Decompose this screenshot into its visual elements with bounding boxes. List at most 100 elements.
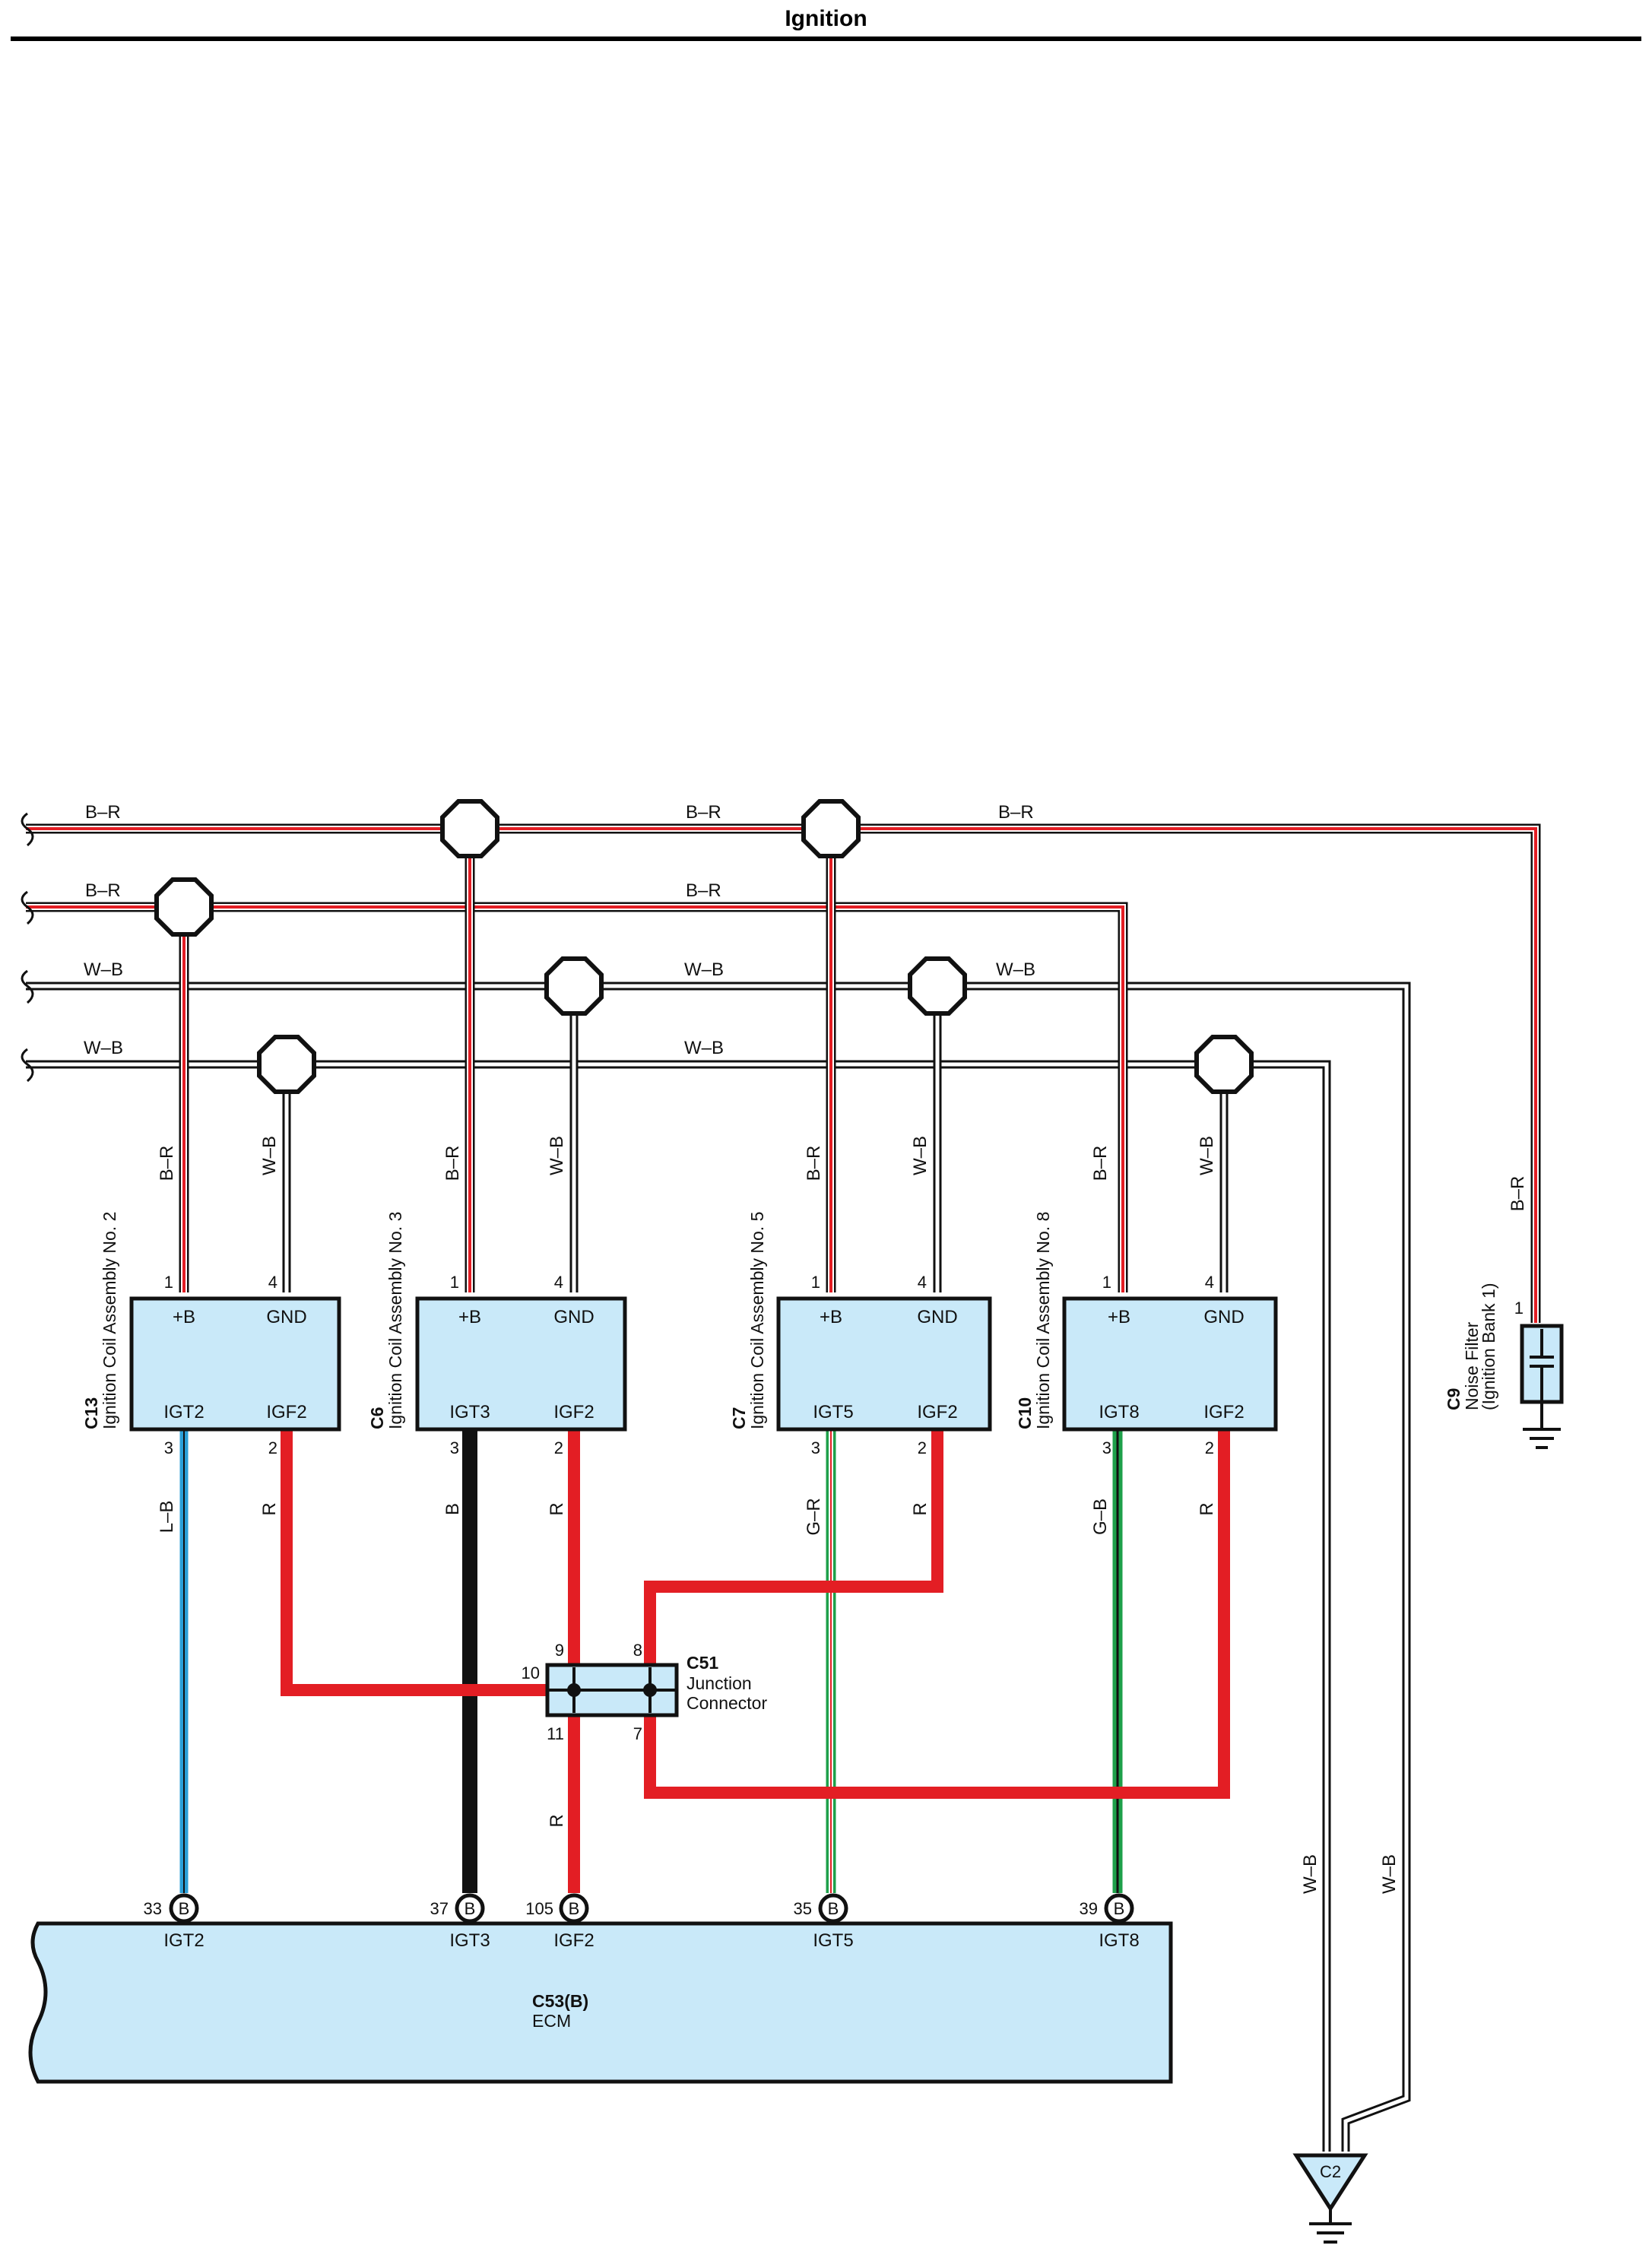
bus-label: B–R (686, 880, 721, 901)
terminal-label: IGF2 (266, 1402, 306, 1422)
wire-label: R (1197, 1502, 1217, 1515)
coil-code: C13 (81, 1397, 101, 1429)
terminal-label: GND (266, 1307, 306, 1327)
pin-number: 4 (268, 1273, 277, 1292)
ecm-code: C53(B) (532, 1991, 588, 2011)
terminal-label: IGT3 (449, 1402, 490, 1422)
terminal-label: +B (1108, 1307, 1130, 1327)
terminal-label: GND (553, 1307, 594, 1327)
connector-letter: B (828, 1899, 839, 1918)
pin-number: 2 (268, 1438, 277, 1457)
wire-label: W–B (1379, 1854, 1400, 1894)
wire-label: R (547, 1502, 567, 1515)
coil-c10: +B GND IGT8 IGF2 1 4 3 2 C10 Ignition Co… (1015, 1136, 1278, 1535)
coil-box (1062, 1296, 1278, 1432)
wire-label: R (547, 1814, 567, 1827)
bus-label: W–B (684, 959, 724, 980)
pin-number: 1 (1514, 1299, 1524, 1318)
coil-code: C7 (729, 1407, 749, 1429)
coil-name: Ignition Coil Assembly No. 5 (747, 1212, 767, 1429)
coil-box (129, 1296, 341, 1432)
pin-number: 4 (918, 1273, 927, 1292)
terminal-label: +B (173, 1307, 195, 1327)
splice-6 (259, 1037, 314, 1092)
bus-label: B–R (998, 802, 1034, 823)
pin-number: 4 (1205, 1273, 1214, 1292)
pin-number: 3 (1102, 1438, 1111, 1457)
wire-label: B–R (442, 1146, 463, 1181)
ecm-box (28, 1921, 1173, 2084)
terminal-label: IGT5 (813, 1402, 853, 1422)
pin-number: 11 (547, 1724, 564, 1743)
wire-label: R (259, 1502, 280, 1515)
coil-name: Ignition Coil Assembly No. 3 (385, 1212, 405, 1429)
bus-labels: B–R B–R B–R B–R B–R W–B W–B W–B W–B W–B (84, 802, 1035, 1058)
ground-symbol-icon (1523, 1402, 1561, 1449)
wire-label: W–B (910, 1136, 931, 1175)
wire-label: L–B (157, 1501, 177, 1533)
capacitor-icon (1530, 1329, 1554, 1402)
ecm-terminal-label: IGF2 (553, 1930, 594, 1951)
br-drops (179, 829, 836, 1292)
coil-name: Ignition Coil Assembly No. 8 (1033, 1212, 1053, 1429)
wire-label: G–B (1090, 1498, 1111, 1535)
pin-number: 2 (918, 1438, 927, 1457)
connector-letter: B (1114, 1899, 1125, 1918)
noise-filter-name: (Ignition Bank 1) (1479, 1283, 1498, 1410)
ecm-c53b: B B B B B 33 37 105 35 39 IGT2 IGT3 IGF2… (28, 1893, 1173, 2084)
noise-filter-c9: 1 C9 Noise Filter (Ignition Bank 1) B–R (1444, 1176, 1564, 1449)
ecm-pin-number: 39 (1080, 1899, 1098, 1918)
bus-label: W–B (996, 959, 1035, 980)
wire-label: G–R (804, 1498, 824, 1535)
coil-c6: +B GND IGT3 IGF2 1 4 3 2 C6 Ignition Coi… (367, 1136, 627, 1516)
splice-1 (442, 801, 497, 856)
ecm-terminal-label: IGT5 (813, 1930, 853, 1951)
title-rule (11, 36, 1641, 41)
wire-label: B–R (1508, 1176, 1528, 1212)
splice-3 (157, 880, 211, 934)
wire-label: W–B (547, 1136, 567, 1175)
coil-box (776, 1296, 992, 1432)
bus-label: B–R (85, 802, 121, 823)
bus-label: W–B (84, 959, 123, 980)
wire-label: W–B (1300, 1854, 1321, 1894)
terminal-label: GND (1203, 1307, 1244, 1327)
coil-code: C10 (1015, 1397, 1035, 1429)
pin-number: 10 (522, 1663, 540, 1682)
junction-bus-icon (549, 1667, 675, 1713)
pin-number: 2 (554, 1438, 563, 1457)
terminal-label: +B (820, 1307, 842, 1327)
terminal-label: IGF2 (917, 1402, 957, 1422)
bus-label: B–R (85, 880, 121, 901)
splice-2 (804, 801, 858, 856)
ecm-connector-pins: B B B B B (169, 1893, 1134, 1923)
ecm-pin-circle (169, 1893, 199, 1923)
pin-number: 1 (1102, 1273, 1111, 1292)
ecm-pin-number: 37 (430, 1899, 449, 1918)
ecm-name: ECM (532, 2011, 571, 2031)
coil-c13: +B GND IGT2 IGF2 1 4 3 2 C13 Ignition Co… (81, 1136, 341, 1533)
terminal-label: IGF2 (553, 1402, 594, 1422)
coil-c7: +B GND IGT5 IGF2 1 4 3 2 C7 Ignition Coi… (729, 1136, 992, 1536)
wire-label: B–R (157, 1146, 177, 1181)
wire-label: B (442, 1503, 463, 1515)
pin-number: 1 (164, 1273, 173, 1292)
splice-4 (547, 959, 601, 1013)
splice-7 (1197, 1037, 1251, 1092)
wb-drops (282, 986, 1229, 1292)
terminal-label: IGT2 (163, 1402, 204, 1422)
connector-letter: B (179, 1899, 190, 1918)
connector-letter: B (569, 1899, 580, 1918)
ground-symbol-icon (1309, 2209, 1352, 2244)
pin-number: 3 (811, 1438, 820, 1457)
pin-number: 4 (554, 1273, 563, 1292)
wb-bus-2 (26, 1060, 1331, 2152)
ecm-pin-number: 35 (794, 1899, 812, 1918)
ecm-pin-circle (1104, 1893, 1134, 1923)
splice-5 (910, 959, 965, 1013)
junction-name: Junction (686, 1673, 752, 1693)
pin-number: 9 (555, 1641, 564, 1660)
pin-number: 3 (164, 1438, 173, 1457)
wire-label: R (910, 1502, 931, 1515)
br-bus-1 (26, 823, 1541, 1323)
